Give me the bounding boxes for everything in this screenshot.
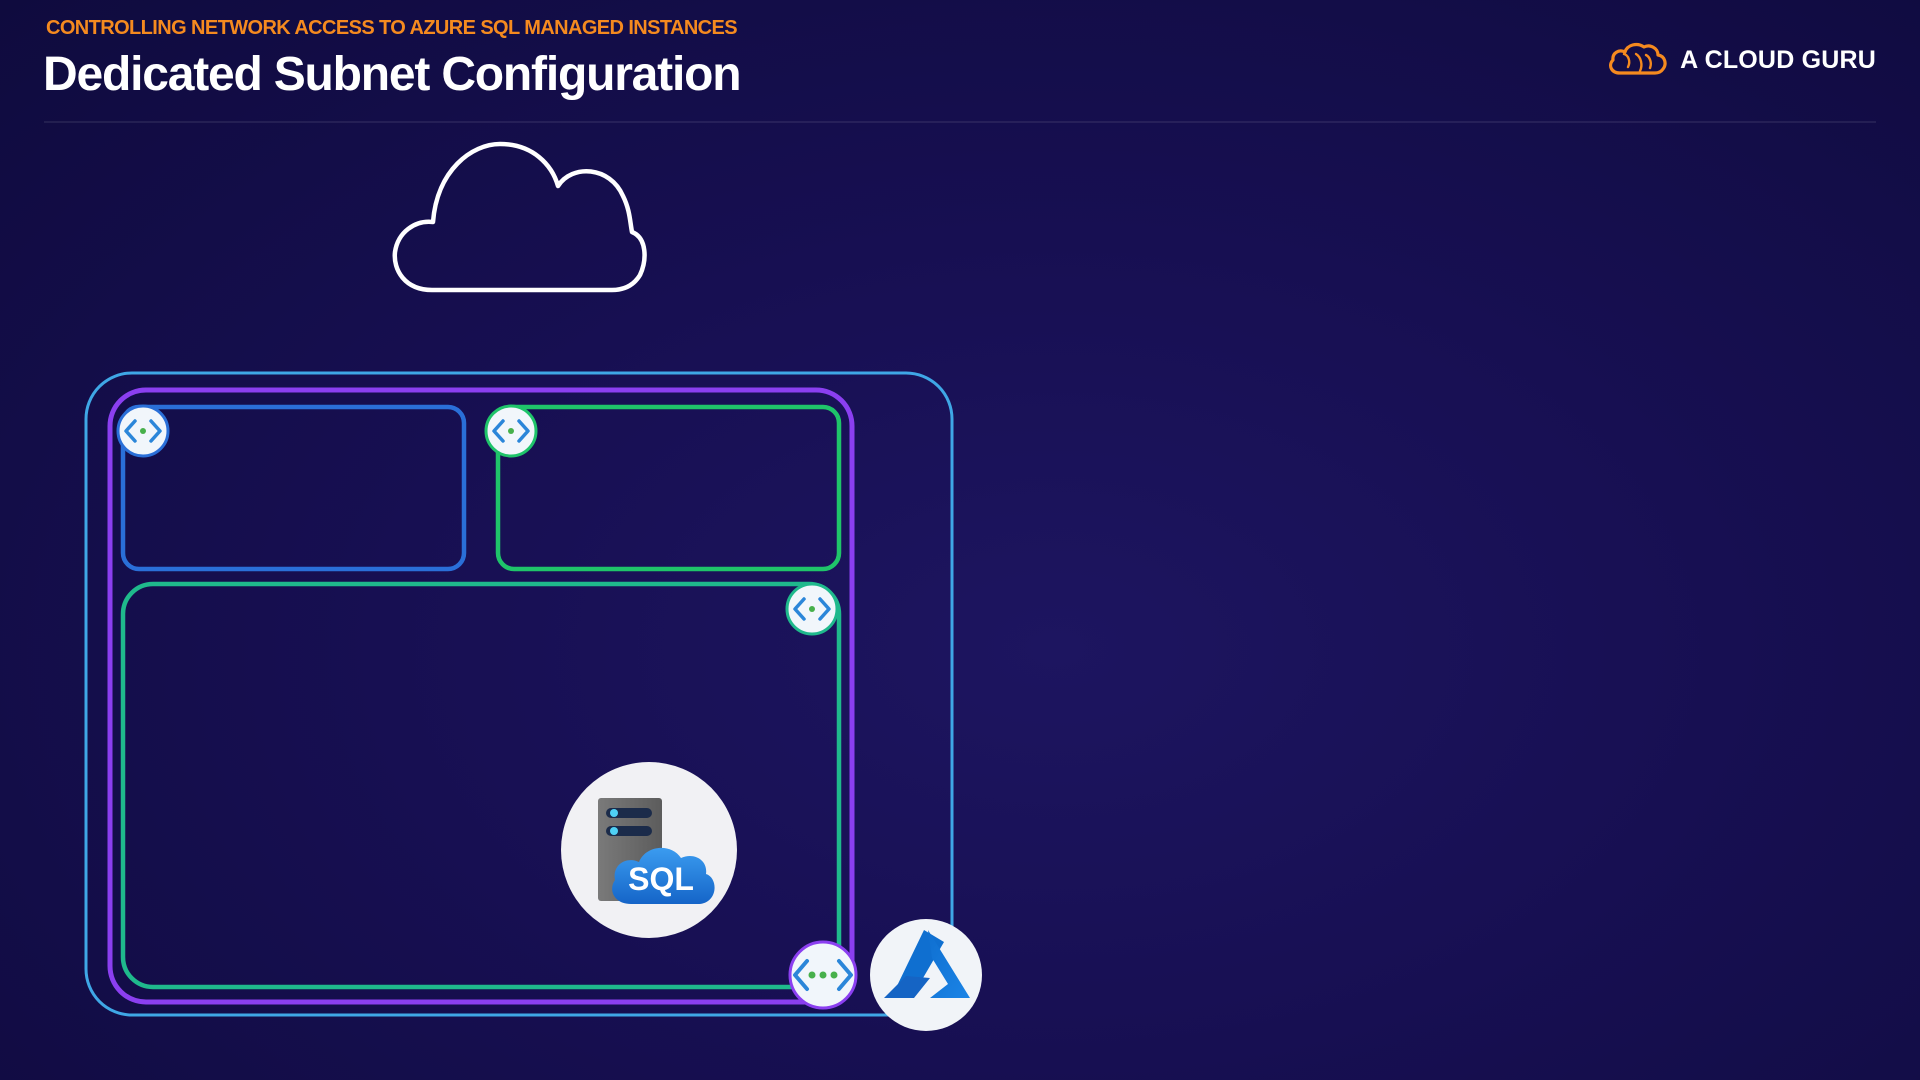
subnet-a-endpoint-icon <box>116 404 170 458</box>
subnet-b-endpoint-icon <box>484 404 538 458</box>
vnet-gateway-icon <box>788 940 858 1010</box>
subnet-b <box>495 404 842 572</box>
slide-title: Dedicated Subnet Configuration <box>43 48 742 101</box>
managed-instance-endpoint-icon <box>785 582 839 636</box>
managed-instance-subnet <box>120 581 842 990</box>
cloud-logo-icon <box>1609 42 1667 75</box>
cloud-outline-icon <box>392 141 647 293</box>
vnet-boundary <box>107 387 855 1005</box>
sql-label: SQL <box>628 861 694 897</box>
slide-eyebrow: CONTROLLING NETWORK ACCESS TO AZURE SQL … <box>46 17 738 39</box>
azure-logo-icon <box>870 919 982 1031</box>
header-divider <box>44 121 1876 123</box>
brand-logo: A CLOUD GURU <box>1606 38 1876 82</box>
subnet-a <box>120 404 467 572</box>
slide-header: CONTROLLING NETWORK ACCESS TO AZURE SQL … <box>0 0 1920 125</box>
brand-name: A CLOUD GURU <box>1680 45 1876 74</box>
outer-boundary <box>84 371 954 1017</box>
sql-database-icon: SQL <box>561 762 737 938</box>
